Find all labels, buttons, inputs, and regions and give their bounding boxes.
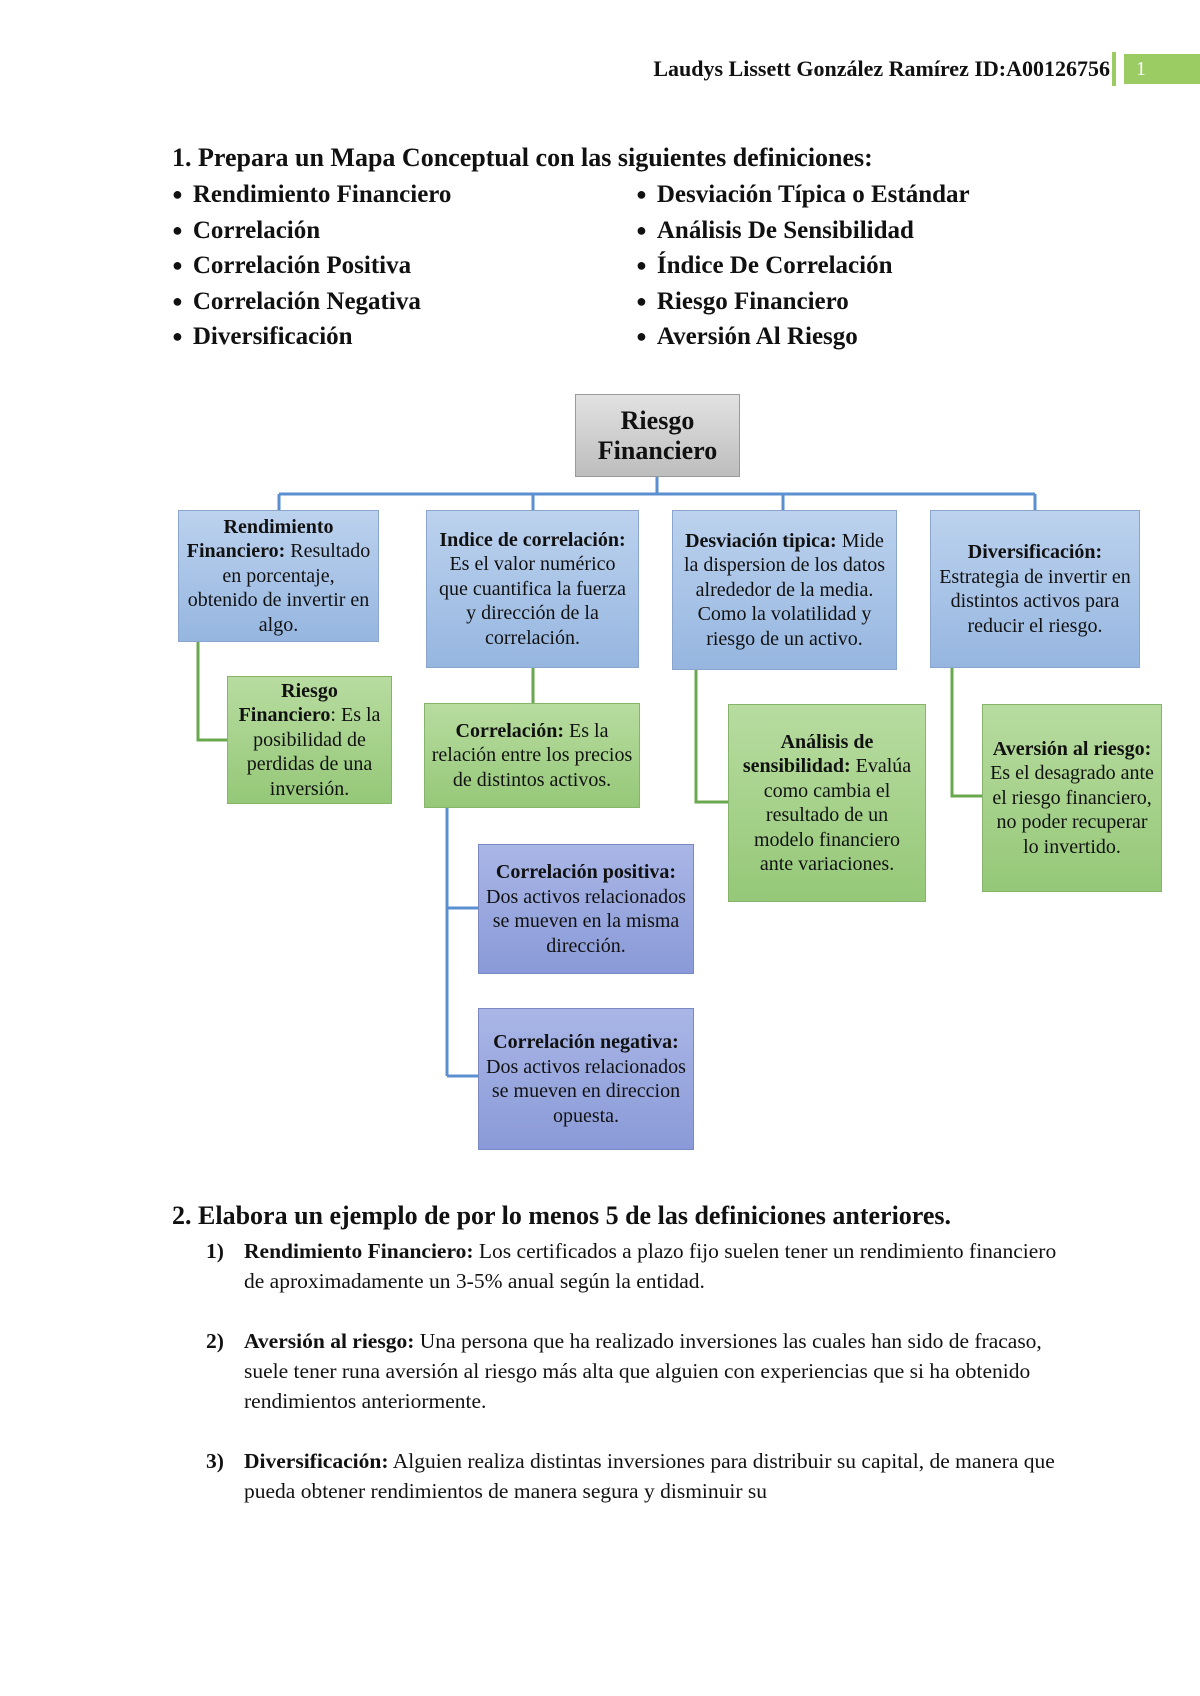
header-separator xyxy=(1112,52,1116,86)
node-term: Correlación negativa: xyxy=(493,1031,679,1053)
list-item: Aversión Al Riesgo xyxy=(636,319,970,355)
node-term: Diversificación: xyxy=(967,541,1103,563)
map-node-root-label: Riesgo Financiero xyxy=(597,405,718,465)
list-item: Riesgo Financiero xyxy=(636,284,970,320)
list-item: Rendimiento Financiero xyxy=(172,177,452,213)
example-text: Los certificados a plazo fijo suelen ten… xyxy=(244,1239,1057,1293)
node-text: Mide la dispersion de los datos alrededo… xyxy=(683,529,886,650)
example-term: Diversificación: xyxy=(244,1449,389,1473)
map-node-aversion: Aversión al riesgo: Es el desagrado ante… xyxy=(982,704,1162,892)
example-item: 1) Rendimiento Financiero: Los certifica… xyxy=(206,1236,1068,1296)
node-term: Correlación positiva: xyxy=(495,861,677,883)
map-node-negativa: Correlación negativa: Dos activos relaci… xyxy=(478,1008,694,1150)
node-text: Estrategia de invertir en distintos acti… xyxy=(939,565,1131,637)
list-item: Correlación xyxy=(172,213,451,249)
map-node-rendimiento: Rendimiento Financiero: Resultado en por… xyxy=(178,510,379,642)
list-item: Diversificación xyxy=(172,319,451,355)
example-term: Rendimiento Financiero: xyxy=(244,1239,474,1263)
map-node-root: Riesgo Financiero xyxy=(575,394,740,477)
example-number: 2) xyxy=(206,1329,224,1353)
header-author: Laudys Lissett González Ramírez ID:A0012… xyxy=(653,56,1110,81)
node-term: Rendimiento Financiero: xyxy=(186,515,334,563)
node-term: Aversión al riesgo: xyxy=(992,737,1152,760)
example-number: 3) xyxy=(206,1449,224,1473)
connector-riesgo xyxy=(196,642,227,742)
page-number: 1 xyxy=(1124,54,1200,84)
map-node-positiva: Correlación positiva: Dos activos relaci… xyxy=(478,844,694,974)
map-node-indice: Indice de correlación: Es el valor numér… xyxy=(426,510,639,668)
example-number: 1) xyxy=(206,1239,224,1263)
example-item: 2) Aversión al riesgo: Una persona que h… xyxy=(206,1326,1068,1416)
node-term: Análisis de sensibilidad: xyxy=(742,730,874,778)
example-item: 3) Diversificación: Alguien realiza dist… xyxy=(206,1446,1068,1506)
map-node-desviacion: Desviación tipica: Mide la dispersion de… xyxy=(672,510,897,670)
node-text: Dos activos relacionados se mueven en di… xyxy=(486,1055,686,1127)
definitions-list-right: Desviación Típica o Estándar Análisis De… xyxy=(636,177,970,355)
node-text: : Es la posibilidad de perdidas de una i… xyxy=(246,704,381,800)
definitions-list-left: Rendimiento Financiero Correlación Corre… xyxy=(172,177,452,355)
list-item: Análisis De Sensibilidad xyxy=(636,213,970,249)
connector-aversion xyxy=(950,668,982,798)
example-term: Aversión al riesgo: xyxy=(244,1329,415,1353)
node-text: Dos activos relacionados se mueven en la… xyxy=(486,885,686,957)
example-text: Una persona que ha realizado inversiones… xyxy=(244,1329,1042,1413)
node-text: Es la relación entre los precios de dist… xyxy=(431,719,633,791)
list-item: Correlación Positiva xyxy=(172,248,451,284)
map-node-riesgo: Riesgo Financiero: Es la posibilidad de … xyxy=(227,676,392,804)
node-text: Es el valor numérico que cuantifica la f… xyxy=(438,553,627,649)
node-term: Riesgo Financiero xyxy=(238,679,338,727)
node-text: Evalúa como cambia el resultado de un mo… xyxy=(753,755,912,875)
map-node-sensibilidad: Análisis de sensibilidad: Evalúa como ca… xyxy=(728,704,926,902)
map-node-correlacion: Correlación: Es la relación entre los pr… xyxy=(424,703,640,808)
example-text: Alguien realiza distintas inversiones pa… xyxy=(244,1449,1055,1503)
question-1-title: 1. Prepara un Mapa Conceptual con las si… xyxy=(172,143,873,172)
node-term: Indice de correlación: xyxy=(439,528,626,551)
question-2-title: 2. Elabora un ejemplo de por lo menos 5 … xyxy=(172,1201,952,1230)
map-node-diversificacion: Diversificación: Estrategia de invertir … xyxy=(930,510,1140,668)
node-text: Es el desagrado ante el riesgo financier… xyxy=(990,762,1154,858)
list-item: Desviación Típica o Estándar xyxy=(636,177,970,213)
node-term: Correlación: xyxy=(455,719,565,742)
connector-sensibilidad xyxy=(694,670,728,804)
list-item: Índice De Correlación xyxy=(636,248,970,284)
node-text: Resultado en porcentaje, obtenido de inv… xyxy=(187,540,371,636)
list-item: Correlación Negativa xyxy=(172,284,451,320)
node-term: Desviación tipica: xyxy=(685,529,837,552)
